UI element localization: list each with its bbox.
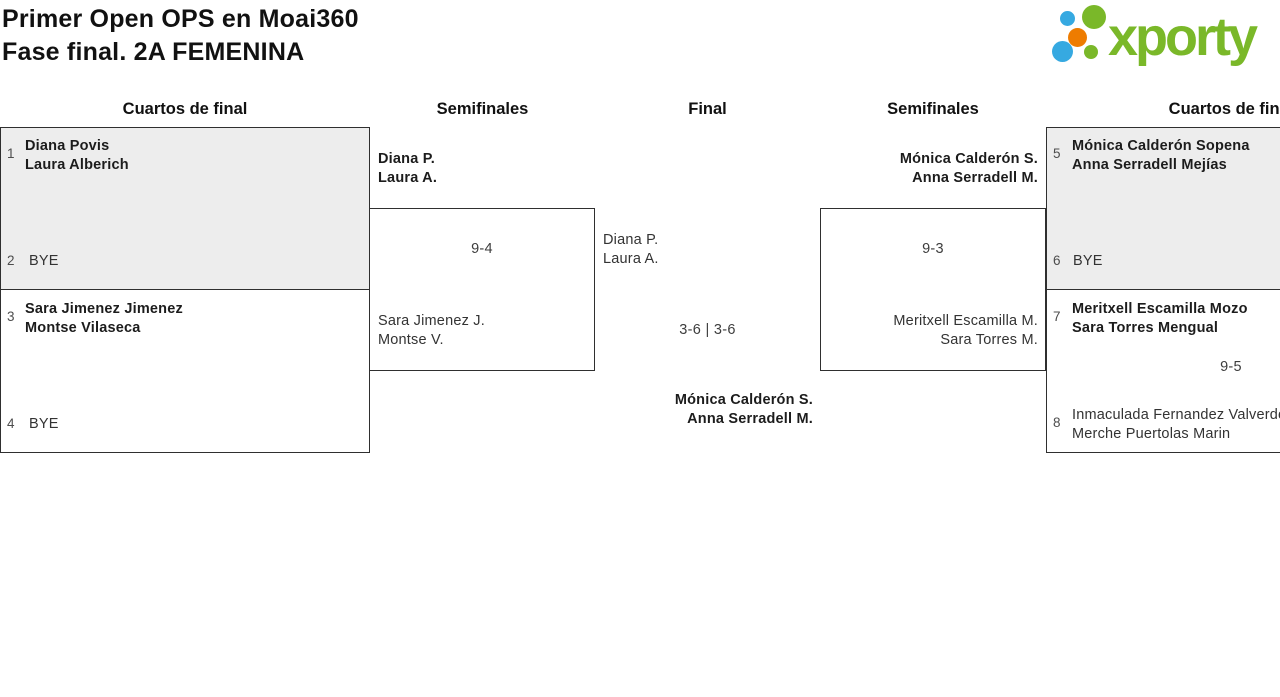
team-label: Mónica Calderón S. Anna Serradell M. (820, 150, 1038, 188)
match-box-qf2[interactable] (0, 289, 370, 453)
match-box-qf1[interactable] (0, 127, 370, 290)
player-name: Meritxell Escamilla M. (893, 313, 1038, 329)
seed-number: 4 (7, 416, 15, 431)
logo-dot-icon (1052, 41, 1073, 62)
logo-dot-icon (1084, 45, 1098, 59)
seed-number: 2 (7, 253, 15, 268)
champion-label: Mónica Calderón S. Anna Serradell M. (595, 391, 813, 429)
player-name: Diana P. (378, 151, 435, 167)
round-header-final: Final (688, 100, 727, 118)
player-name: Montse Vilaseca (25, 320, 141, 336)
match-score: 9-4 (471, 241, 493, 257)
player-name: Anna Serradell Mejías (1072, 157, 1227, 173)
team-label: Sara Jimenez Jimenez Montse Vilaseca (25, 300, 183, 338)
seed-number: 6 (1053, 253, 1061, 268)
team-label: Mónica Calderón Sopena Anna Serradell Me… (1072, 137, 1250, 175)
seed-number: 3 (7, 309, 15, 324)
team-label: Sara Jimenez J. Montse V. (378, 312, 485, 350)
round-header-semifinals-right: Semifinales (887, 100, 979, 118)
seed-number: 5 (1053, 146, 1061, 161)
tournament-name: Primer Open OPS en Moai360 (2, 5, 359, 33)
player-name: Laura A. (378, 170, 438, 186)
logo-dot-icon (1068, 28, 1087, 47)
player-name: Meritxell Escamilla Mozo (1072, 301, 1248, 317)
match-box-semifinal-right[interactable] (820, 208, 1046, 371)
round-header-semifinals-left: Semifinales (436, 100, 529, 118)
player-name: Mónica Calderón Sopena (1072, 138, 1250, 154)
player-name: Montse V. (378, 332, 444, 348)
logo-dot-icon (1082, 5, 1106, 29)
match-score: 3-6 | 3-6 (679, 322, 736, 338)
player-name: Anna Serradell M. (687, 411, 813, 427)
bye-label: BYE (1073, 253, 1103, 269)
player-name: Mónica Calderón S. (674, 392, 813, 408)
player-name: Sara Torres Mengual (1072, 320, 1219, 336)
player-name: Diana P. (603, 232, 659, 248)
team-label: Diana P. Laura A. (603, 231, 659, 269)
player-name: Laura Alberich (25, 157, 129, 173)
logo-dot-icon (1060, 11, 1075, 26)
player-name: Sara Torres M. (940, 332, 1038, 348)
xporty-wordmark: xporty (1108, 7, 1258, 67)
player-name: Mónica Calderón S. (899, 151, 1038, 167)
team-label: Meritxell Escamilla M. Sara Torres M. (820, 312, 1038, 350)
round-header-quarterfinals-right: Cuartos de final (1168, 100, 1280, 118)
team-label: Diana P. Laura A. (378, 150, 437, 188)
player-name: Sara Jimenez J. (378, 313, 485, 329)
player-name: Laura A. (603, 251, 659, 267)
bye-label: BYE (29, 253, 59, 269)
team-label: Diana Povis Laura Alberich (25, 137, 129, 175)
match-box-semifinal-left[interactable] (369, 208, 595, 371)
match-box-qf4[interactable] (1046, 289, 1280, 453)
player-name: Sara Jimenez Jimenez (25, 301, 183, 317)
team-label: Meritxell Escamilla Mozo Sara Torres Men… (1072, 300, 1248, 338)
player-name: Inmaculada Fernandez Valverde (1072, 407, 1280, 423)
phase-name: Fase final. 2A FEMENINA (2, 38, 305, 66)
seed-number: 1 (7, 146, 15, 161)
page-title: Primer Open OPS en Moai360 Fase final. 2… (2, 3, 359, 69)
player-name: Anna Serradell M. (912, 170, 1038, 186)
match-score: 9-3 (922, 241, 944, 257)
seed-number: 8 (1053, 415, 1061, 430)
round-header-quarterfinals-left: Cuartos de final (122, 100, 248, 118)
bye-label: BYE (29, 416, 59, 432)
player-name: Merche Puertolas Marin (1072, 426, 1231, 442)
seed-number: 7 (1053, 309, 1061, 324)
team-label: Inmaculada Fernandez Valverde Merche Pue… (1072, 406, 1280, 444)
player-name: Diana Povis (25, 138, 110, 154)
match-score: 9-5 (1220, 359, 1242, 375)
